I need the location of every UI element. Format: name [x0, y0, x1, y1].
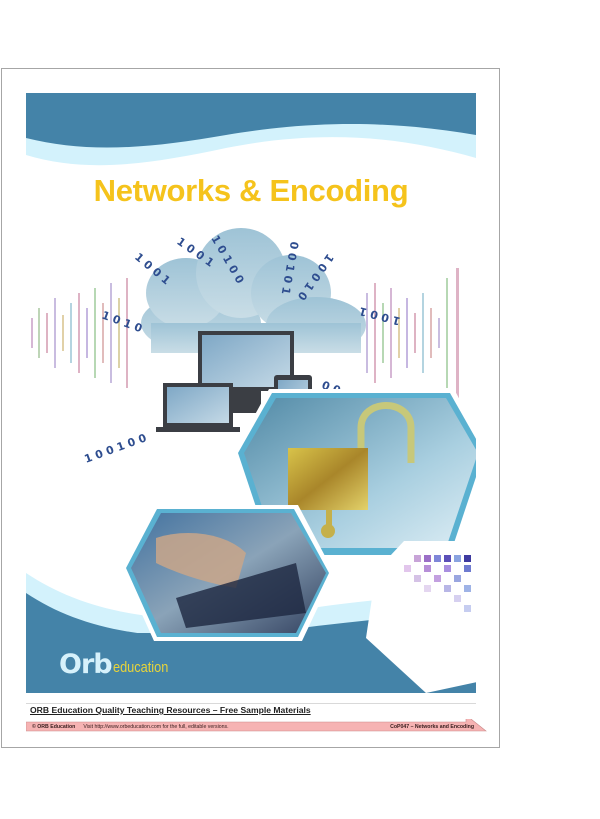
- cover-background: 1 0 0 1 1 0 0 1 1 0 1 0 0 0 0 1 0 1 1 0 …: [26, 93, 476, 693]
- sound-waveform: [31, 268, 459, 398]
- footer-divider: [26, 703, 476, 704]
- footer-product-code: CoP047 – Networks and Encoding: [390, 724, 474, 730]
- footer-arrow-shape: [26, 719, 487, 732]
- laptop-icon: [156, 383, 240, 432]
- footer-banner: © ORB Education Visit http://www.orbeduca…: [26, 719, 488, 736]
- footer-visit-text: Visit http://www.orbeducation.com for th…: [83, 724, 229, 730]
- footer-copyright: © ORB Education: [32, 724, 76, 730]
- footer-heading: ORB Education Quality Teaching Resources…: [30, 705, 311, 715]
- cover-title: Networks & Encoding: [93, 173, 409, 208]
- keyboard-image: [131, 513, 326, 633]
- orb-education-logo: Orb education: [59, 648, 178, 678]
- document-page: 1 0 0 1 1 0 0 1 1 0 1 0 0 0 0 1 0 1 1 0 …: [1, 68, 500, 748]
- logo-primary: Orb: [59, 649, 113, 680]
- svg-text:1 0 1 0: 1 0 1 0: [100, 309, 144, 336]
- svg-text:1 0 0 1 0 0: 1 0 0 1 0 0: [83, 431, 149, 466]
- padlock-image: [244, 398, 476, 548]
- cover-art: 1 0 0 1 1 0 0 1 1 0 1 0 0 0 0 1 0 1 1 0 …: [26, 93, 476, 693]
- logo-secondary: education: [112, 659, 168, 676]
- pixel-mosaic-image: [376, 548, 476, 688]
